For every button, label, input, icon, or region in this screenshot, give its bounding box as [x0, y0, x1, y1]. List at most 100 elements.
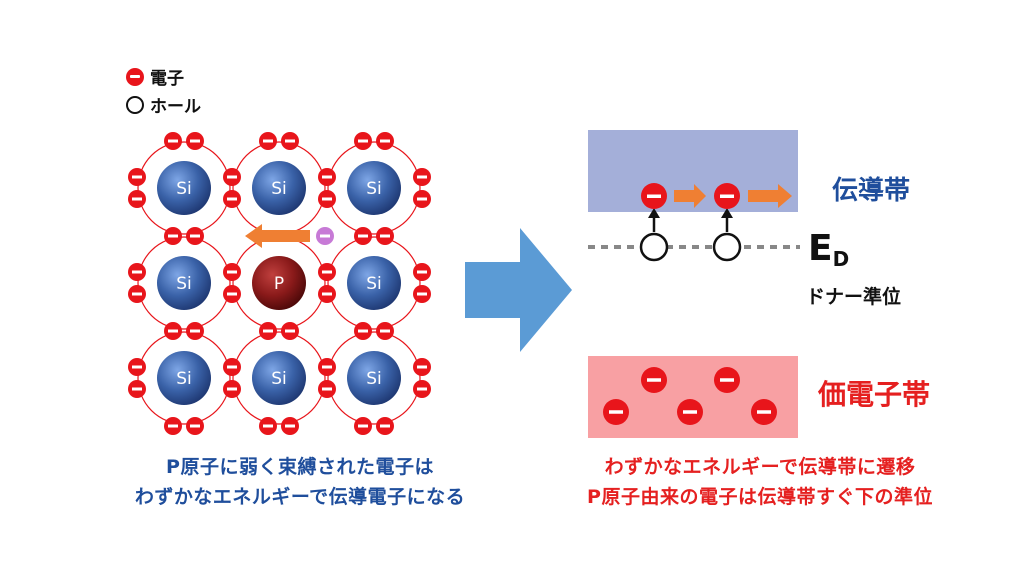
bond-electron	[223, 190, 241, 208]
bond-ring	[137, 331, 231, 425]
bond-electron	[164, 417, 182, 435]
bond-electron	[318, 190, 336, 208]
bond-electron	[354, 322, 372, 340]
bond-electron	[376, 227, 394, 245]
valence-electrons	[603, 367, 777, 425]
conduction-electron	[714, 183, 740, 209]
bond-electron	[413, 285, 431, 303]
bond-electron	[318, 263, 336, 281]
silicon-atom	[347, 351, 401, 405]
drift-arrow	[748, 184, 792, 208]
bond-electron	[223, 358, 241, 376]
bond-electron	[164, 322, 182, 340]
silicon-atom	[347, 161, 401, 215]
conduction-band-label: 伝導帯	[832, 176, 911, 206]
bond-electron	[413, 358, 431, 376]
excitation-arrow	[648, 208, 660, 232]
bond-electron	[376, 417, 394, 435]
bond-electron	[128, 358, 146, 376]
valence-electron	[603, 399, 629, 425]
drift-arrow	[674, 184, 706, 208]
bond-electron	[164, 227, 182, 245]
atom-symbol: Si	[366, 179, 382, 199]
hole	[712, 232, 742, 262]
bond-electron	[281, 132, 299, 150]
atom-symbol: P	[274, 274, 284, 294]
atom-symbol: Si	[176, 369, 192, 389]
phosphorus-atom	[252, 256, 306, 310]
free-electron	[316, 227, 334, 245]
valence-electron	[714, 367, 740, 393]
bond-electron	[354, 132, 372, 150]
valence-electron	[677, 399, 703, 425]
bond-electron	[223, 168, 241, 186]
valence-band-label: 価電子帯	[818, 378, 931, 411]
left-caption: P原子に弱く束縛された電子は わずかなエネルギーで伝導電子になる	[60, 452, 540, 512]
bond-electron	[413, 263, 431, 281]
free-electron-arrow	[245, 224, 310, 248]
left-caption-line2: わずかなエネルギーで伝導電子になる	[134, 486, 466, 508]
bond-electron	[259, 132, 277, 150]
bond-electron	[164, 132, 182, 150]
bond-electron	[223, 380, 241, 398]
atom-symbol: Si	[366, 274, 382, 294]
bond-electron	[128, 263, 146, 281]
silicon-atom	[157, 256, 211, 310]
bond-rings	[137, 141, 421, 425]
bond-ring	[232, 331, 326, 425]
atom-symbol: Si	[176, 179, 192, 199]
bond-electron	[128, 190, 146, 208]
bond-electron	[281, 322, 299, 340]
atom-symbol: Si	[176, 274, 192, 294]
bond-electron	[186, 227, 204, 245]
silicon-atom	[157, 161, 211, 215]
bond-electron	[376, 132, 394, 150]
bond-ring	[327, 331, 421, 425]
bond-electron	[354, 417, 372, 435]
hole	[639, 232, 669, 262]
left-caption-line1: P原子に弱く束縛された電子は	[166, 456, 434, 478]
donor-level-main: E	[808, 228, 833, 269]
hole-icon	[126, 95, 144, 114]
right-caption-line1: わずかなエネルギーで伝導帯に遷移	[604, 456, 916, 478]
silicon-atom	[252, 351, 306, 405]
legend-hole-label: ホール	[150, 97, 201, 117]
bond-electron	[413, 380, 431, 398]
conduction-electron	[641, 183, 667, 209]
donor-level-sub: D	[832, 247, 850, 271]
bond-electron	[223, 285, 241, 303]
bond-electron	[259, 322, 277, 340]
bond-electron	[318, 358, 336, 376]
silicon-atom	[347, 256, 401, 310]
atom-symbol: Si	[271, 369, 287, 389]
bond-electron	[186, 417, 204, 435]
valence-electron	[641, 367, 667, 393]
bond-electron	[128, 380, 146, 398]
bond-ring	[327, 236, 421, 330]
silicon-atom	[157, 351, 211, 405]
bond-electron	[128, 285, 146, 303]
bond-electron	[223, 263, 241, 281]
right-caption-line2: P原子由来の電子は伝導帯すぐ下の準位	[587, 486, 933, 508]
bond-ring	[137, 141, 231, 235]
bonding-electrons	[128, 132, 431, 435]
transition-arrow	[465, 228, 572, 352]
bond-electron	[186, 322, 204, 340]
bond-electron	[318, 168, 336, 186]
electron-icon	[126, 67, 144, 86]
bond-electron	[186, 132, 204, 150]
bond-electron	[376, 322, 394, 340]
legend-electron: 電子	[126, 64, 184, 89]
donor-level-name: ドナー準位	[806, 286, 902, 308]
bond-electron	[318, 380, 336, 398]
atom-symbol: Si	[271, 179, 287, 199]
legend-electron-label: 電子	[150, 69, 184, 89]
bond-electron	[128, 168, 146, 186]
silicon-atom	[252, 161, 306, 215]
valence-electron	[751, 399, 777, 425]
bond-ring	[327, 141, 421, 235]
bond-electron	[259, 417, 277, 435]
atom-symbol: Si	[366, 369, 382, 389]
